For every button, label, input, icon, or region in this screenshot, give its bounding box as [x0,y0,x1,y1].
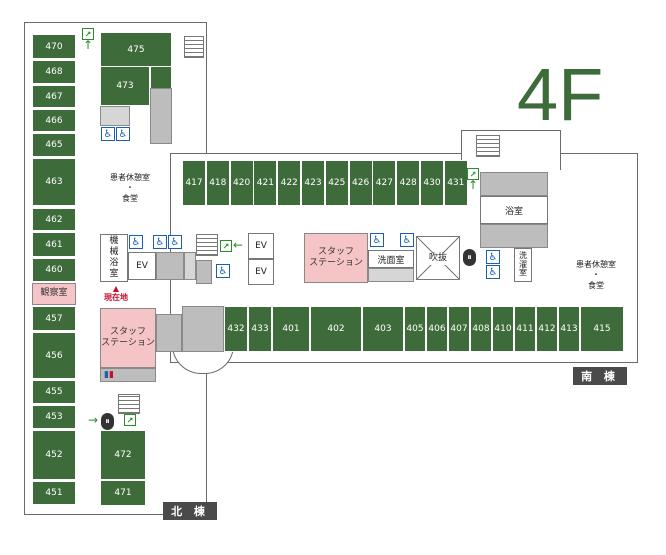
room-473[interactable]: 473 [100,66,150,106]
south-gray-block-2 [480,224,548,248]
room-470[interactable]: 470 [32,34,76,59]
north-top-utility [100,106,130,126]
arrow-icon: ← [233,238,244,252]
corridor-staff-station[interactable]: スタッフ ステーション [304,233,368,283]
wheelchair-icon: ♿ [486,265,500,279]
room-455[interactable]: 455 [32,380,76,404]
floor-label: 4F [517,53,604,136]
arrow-icon: ↑ [83,38,94,52]
south-laundry[interactable]: 洗 濯 室 [514,248,532,282]
restroom-icon: ▮▮ [104,370,114,380]
elevator-icon: ⏸ [463,249,476,266]
room-415[interactable]: 415 [580,306,624,352]
south-gray-block [480,172,548,196]
room-465[interactable]: 465 [32,133,76,157]
room-461[interactable]: 461 [32,232,76,257]
room-471[interactable]: 471 [100,480,146,506]
wheelchair-icon: ♿ [153,235,167,249]
room-427[interactable]: 427 [372,160,397,206]
observation-room[interactable]: 観察室 [32,283,76,305]
room-425[interactable]: 425 [324,160,349,206]
north-ev-1: EV [128,252,156,280]
room-428[interactable]: 428 [396,160,421,206]
room-451[interactable]: 451 [32,481,76,505]
room-453[interactable]: 453 [32,405,76,429]
north-lower-gray-block [156,314,182,352]
room-402[interactable]: 402 [310,306,362,352]
corridor-lower-gray-block [182,306,224,352]
mid-stairs [196,234,218,256]
north-top-stairs [184,36,204,58]
washroom[interactable]: 洗面室 [368,250,414,268]
north-lower-stairs [118,394,140,414]
north-top-gray-block [150,88,172,144]
north-mid-gray-block-2 [184,252,196,280]
current-location-label: 現在地 [104,293,128,302]
room-432[interactable]: 432 [224,306,248,352]
south-stairs [476,135,500,157]
north-staff-station[interactable]: スタッフ ステーション [100,308,156,368]
room-431[interactable]: 431 [443,160,468,206]
room-407[interactable]: 407 [448,306,470,352]
wheelchair-icon: ♿ [101,127,115,141]
room-430[interactable]: 430 [420,160,444,206]
room-426[interactable]: 426 [348,160,373,206]
north-mid-gray-block [156,252,184,280]
room-408[interactable]: 408 [470,306,492,352]
washroom-gray [368,268,414,282]
room-472[interactable]: 472 [100,430,146,480]
wheelchair-icon: ♿ [129,235,143,249]
south-bath[interactable]: 浴室 [480,196,548,224]
corridor-ev-1: EV [248,233,274,259]
atrium-label: 吹抜 [420,253,456,265]
emergency-exit-icon: ↗ [82,28,94,40]
room-467[interactable]: 467 [32,85,76,108]
emergency-exit-icon: ↗ [124,414,136,426]
room-411[interactable]: 411 [514,306,536,352]
room-403[interactable]: 403 [362,306,404,352]
room-413[interactable]: 413 [558,306,580,352]
room-466[interactable]: 466 [32,109,76,132]
north-building-tag: 北 棟 [163,502,217,520]
room-421[interactable]: 421 [253,160,278,206]
room-452[interactable]: 452 [32,430,76,480]
room-462[interactable]: 462 [32,208,76,231]
mid-gray-block [196,260,212,284]
room-420[interactable]: 420 [229,160,254,206]
wheelchair-icon: ♿ [116,127,130,141]
south-building-tag: 南 棟 [573,367,627,385]
wheelchair-icon: ♿ [400,233,414,247]
south-lounge-label: 患者休憩室 ・ 食堂 [576,260,616,290]
wheelchair-icon: ♿ [216,264,230,278]
room-418[interactable]: 418 [205,160,230,206]
wheelchair-icon: ♿ [486,250,500,264]
current-location-marker: ▲ [112,284,120,293]
room-457[interactable]: 457 [32,306,76,331]
room-423[interactable]: 423 [301,160,325,206]
wheelchair-icon: ♿ [370,233,384,247]
emergency-exit-icon: ↗ [467,168,479,180]
room-460[interactable]: 460 [32,258,76,282]
north-lounge-label: 患者休憩室 ・ 食堂 [110,173,150,203]
room-433[interactable]: 433 [248,306,272,352]
wheelchair-icon: ♿ [168,235,182,249]
room-412[interactable]: 412 [536,306,558,352]
room-417[interactable]: 417 [182,160,206,206]
room-410[interactable]: 410 [492,306,514,352]
room-401[interactable]: 401 [272,306,310,352]
emergency-exit-icon: ↗ [220,240,232,252]
corridor-ev-2: EV [248,259,274,285]
north-lower-gray-bar [100,368,156,382]
arrow-icon: ↑ [468,178,479,192]
machine-bath-room[interactable]: 機 械 浴 室 [100,234,128,282]
room-422[interactable]: 422 [277,160,302,206]
room-475[interactable]: 475 [100,32,172,68]
room-463[interactable]: 463 [32,158,76,206]
arrow-icon: → [88,413,99,427]
room-456[interactable]: 456 [32,332,76,379]
room-406[interactable]: 406 [426,306,448,352]
room-468[interactable]: 468 [32,60,76,84]
elevator-icon: ⏸ [101,413,114,430]
room-405[interactable]: 405 [404,306,426,352]
